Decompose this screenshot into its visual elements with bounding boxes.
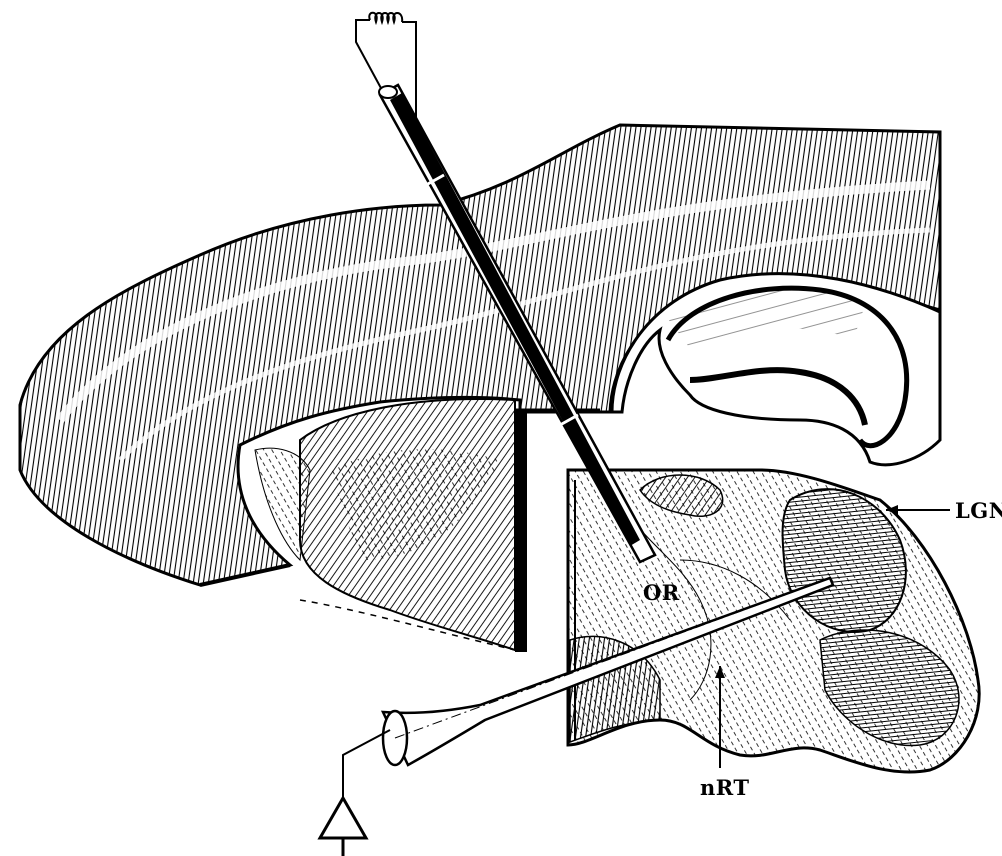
amplifier-triangle-icon xyxy=(320,798,366,856)
nrt-label: nRT xyxy=(700,775,749,800)
lgnd-label: LGNd xyxy=(955,498,1002,523)
coil-icon xyxy=(369,13,402,22)
or-label: OR xyxy=(643,580,680,605)
lgnd-label-group: LGNd xyxy=(886,498,1002,523)
striatum xyxy=(255,399,515,650)
